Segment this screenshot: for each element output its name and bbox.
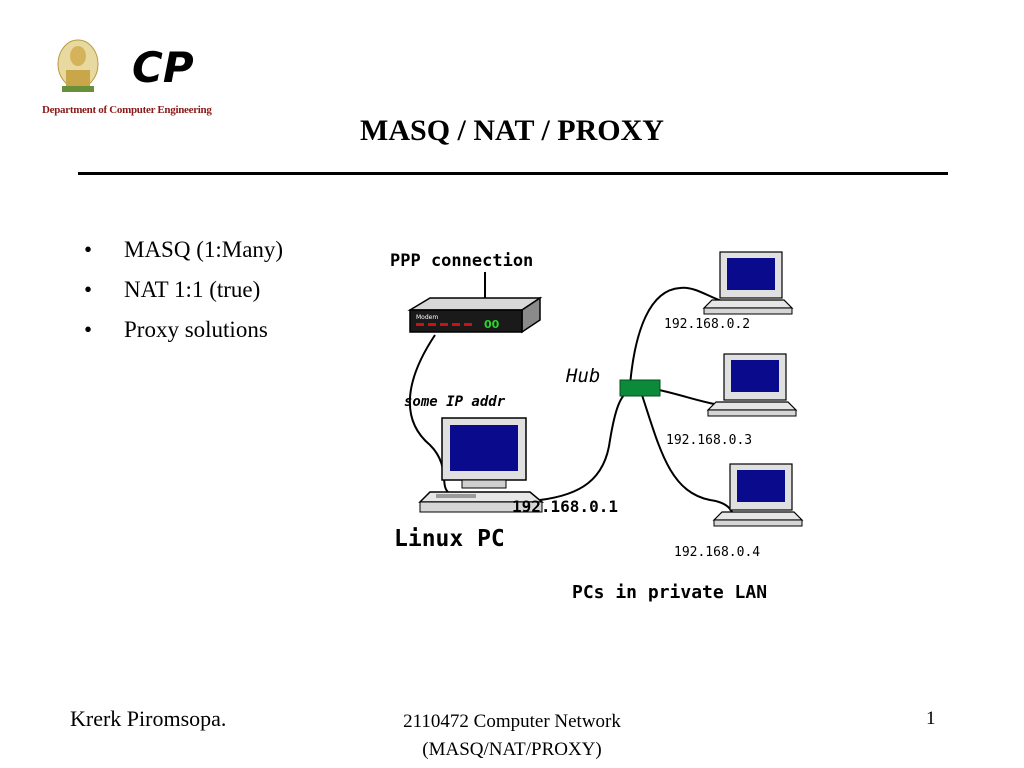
modem-lights: 00	[484, 318, 500, 331]
department-name: Department of Computer Engineering	[42, 104, 212, 116]
hub-icon	[619, 379, 661, 397]
linux-pc-icon	[418, 417, 545, 513]
pc-to-hub-cable	[539, 389, 631, 501]
hub-to-pc2-cable	[629, 286, 726, 386]
network-diagram: PPP connection Modem 00 some IP addr Hub…	[390, 251, 804, 603]
pc-ip-label: 192.168.0.3	[666, 433, 752, 448]
author-name: Krerk Piromsopa.	[70, 706, 227, 731]
linux-ip-label: 192.168.0.1	[512, 497, 618, 516]
pc-ip-label: 192.168.0.2	[664, 317, 750, 332]
cp-logo: CP	[40, 34, 220, 120]
bullet-text: NAT 1:1 (true)	[124, 277, 261, 302]
slide-title: MASQ / NAT / PROXY	[360, 114, 664, 147]
bullet-icon: •	[84, 277, 93, 302]
bullet-icon: •	[84, 317, 93, 342]
modem-icon: Modem 00	[407, 296, 543, 334]
hub-to-pc4-cable	[641, 394, 733, 513]
pc-ip-label: 192.168.0.4	[674, 545, 760, 560]
title-divider	[78, 172, 948, 175]
bullet-item: • NAT 1:1 (true)	[84, 270, 283, 310]
hub-label: Hub	[565, 365, 600, 387]
bullet-text: Proxy solutions	[124, 317, 268, 342]
course-line-1: 2110472 Computer Network	[403, 711, 621, 732]
course-info: 2110472 Computer Network (MASQ/NAT/PROXY…	[312, 708, 712, 764]
lan-pc-icon	[712, 463, 804, 527]
linux-pc-label: Linux PC	[394, 526, 505, 552]
page-number: 1	[926, 708, 936, 729]
ppp-label: PPP connection	[390, 251, 533, 271]
bullet-item: • Proxy solutions	[84, 310, 283, 350]
cp-logo-letters: CP	[132, 43, 194, 92]
lan-pc-icon	[702, 251, 794, 315]
modem-label: Modem	[416, 314, 438, 321]
bullet-item: • MASQ (1:Many)	[84, 230, 283, 270]
university-emblem-icon: CP	[57, 39, 194, 92]
course-line-2: (MASQ/NAT/PROXY)	[422, 739, 602, 760]
lan-label: PCs in private LAN	[572, 582, 767, 603]
bullet-text: MASQ (1:Many)	[124, 237, 284, 262]
ip-label: some IP addr	[404, 394, 506, 410]
bullet-icon: •	[84, 237, 93, 262]
lan-pc-icon	[706, 353, 798, 417]
bullet-list: • MASQ (1:Many) • NAT 1:1 (true) • Proxy so…	[84, 230, 283, 350]
